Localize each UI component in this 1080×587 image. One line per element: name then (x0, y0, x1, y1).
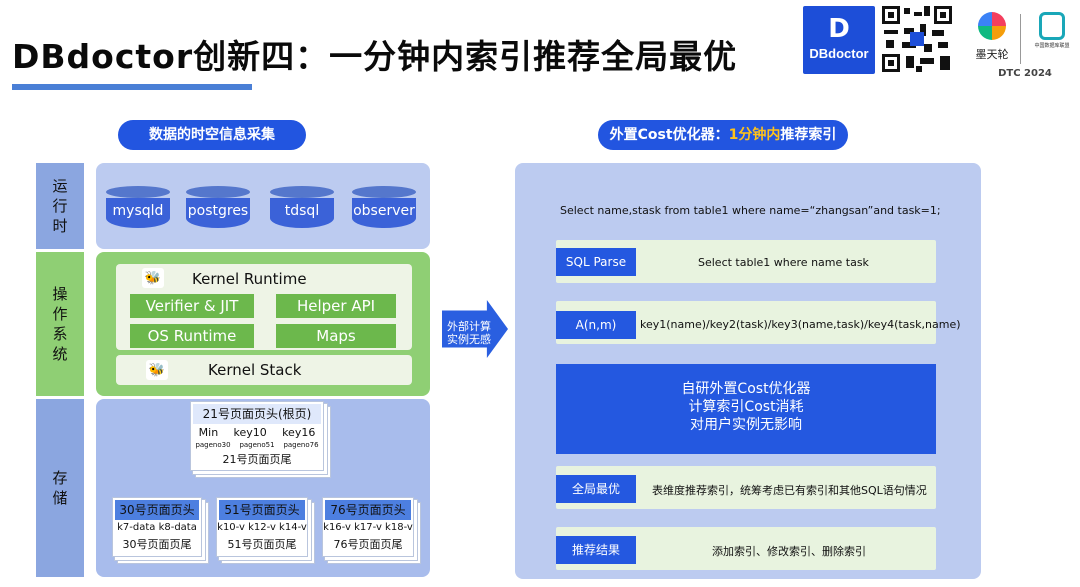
db-alliance-icon (1039, 12, 1065, 40)
kernel-stack-label: Kernel Stack (208, 361, 302, 379)
root-ptr: pageno51 (239, 441, 275, 449)
root-page: 21号页面页头(根页) Min key10 key16 pageno30 pag… (190, 401, 324, 471)
db-postgres-label: postgres (186, 198, 250, 228)
root-key: key16 (282, 426, 316, 439)
bee-icon: 🐝 (142, 268, 164, 288)
leaf-head: 30号页面页头 (115, 500, 199, 520)
leaf-page-76: 76号页面页头 k16-v k17-v k18-v 76号页面页尾 (322, 497, 414, 557)
storage-label-text: 存储 (52, 469, 68, 507)
right-heading-prefix: 外置Cost优化器： (609, 127, 729, 143)
sql-parse-text: Select table1 where name task (698, 256, 869, 269)
leaf-tail: 51号页面页尾 (227, 538, 297, 551)
arrow-line-2: 实例无感 (447, 333, 491, 346)
root-ptrs: pageno30 pageno51 pageno76 (191, 441, 323, 449)
leaf-data: k16-v k17-v k18-v (323, 522, 413, 533)
optimizer-line-3: 对用户实例无影响 (690, 417, 802, 433)
db-tdsql-label: tdsql (270, 198, 334, 228)
anm-tag: A(n,m) (556, 311, 636, 339)
leaf-data: k7-data k8-data (117, 522, 197, 533)
flow-arrow-text: 外部计算 实例无感 (444, 320, 494, 346)
verifier-jit-box: Verifier & JIT (130, 294, 254, 318)
optimizer-line-2: 计算索引Cost消耗 (688, 399, 804, 415)
left-heading: 数据的时空信息采集 (118, 120, 306, 150)
kernel-runtime-label: Kernel Runtime (192, 270, 307, 288)
arrow-line-1: 外部计算 (447, 320, 491, 333)
runtime-label-text: 运行时 (52, 177, 68, 235)
leaf-tail: 30号页面页尾 (122, 538, 192, 551)
root-ptr: pageno76 (283, 441, 319, 449)
result-tag: 推荐结果 (556, 536, 636, 564)
cost-optimizer-box: 自研外置Cost优化器 计算索引Cost消耗 对用户实例无影响 (556, 364, 936, 454)
right-heading-highlight: 1分钟内 (728, 127, 781, 143)
title-underline (12, 84, 252, 90)
right-heading-suffix: 推荐索引 (780, 127, 837, 143)
root-keys: Min key10 key16 (191, 426, 323, 439)
runtime-label: 运行时 (36, 163, 84, 249)
db-observer: observer (352, 186, 416, 232)
helper-api-box: Helper API (276, 294, 396, 318)
dbdoctor-brand: DBdoctor (809, 46, 869, 61)
anm-text: key1(name)/key2(task)/key3(name,task)/ke… (640, 318, 961, 331)
optimizer-line-1: 自研外置Cost优化器 (681, 381, 811, 397)
flow-arrow (442, 300, 508, 358)
storage-label: 存储 (36, 399, 84, 577)
maps-box: Maps (276, 324, 396, 348)
leaf-head: 51号页面页头 (219, 500, 305, 520)
dbdoctor-mark: D (828, 14, 850, 44)
root-key: Min (198, 426, 219, 439)
motianlun-logo: 墨天轮 (968, 12, 1016, 70)
logo-divider (1020, 14, 1021, 64)
result-text: 添加索引、修改索引、删除索引 (712, 545, 866, 558)
leaf-tail: 76号页面页尾 (333, 538, 403, 551)
global-optimal-tag: 全局最优 (556, 475, 636, 503)
os-runtime-box: OS Runtime (130, 324, 254, 348)
db-tdsql: tdsql (270, 186, 334, 232)
bee-icon-2: 🐝 (146, 360, 168, 380)
leaf-data: k10-v k12-v k14-v (217, 522, 307, 533)
root-key: key10 (233, 426, 267, 439)
page-title: DBdoctor创新四：一分钟内索引推荐全局最优 (12, 37, 738, 76)
motianlun-text: 墨天轮 (975, 48, 1009, 61)
os-label-text: 操作系统 (52, 285, 68, 363)
db-mysqld: mysqld (106, 186, 170, 232)
qr-code-icon (880, 4, 954, 74)
root-page-tail: 21号页面页尾 (222, 453, 292, 466)
db-postgres: postgres (186, 186, 250, 232)
db-mysqld-label: mysqld (106, 198, 170, 228)
db-alliance-logo: 中国数据库联盟 (1026, 12, 1078, 68)
root-ptr: pageno30 (195, 441, 231, 449)
sql-parse-tag: SQL Parse (556, 248, 636, 276)
leaf-head: 76号页面页头 (325, 500, 411, 520)
root-page-head: 21号页面页头(根页) (193, 404, 321, 424)
right-heading: 外置Cost优化器：1分钟内推荐索引 (598, 120, 848, 150)
motianlun-icon (978, 12, 1006, 40)
os-label: 操作系统 (36, 252, 84, 396)
db-alliance-text: 中国数据库联盟 (1034, 43, 1070, 49)
db-observer-label: observer (352, 198, 416, 228)
sql-statement: Select name,stask from table1 where name… (560, 204, 941, 217)
leaf-page-51: 51号页面页头 k10-v k12-v k14-v 51号页面页尾 (216, 497, 308, 557)
global-optimal-text: 表维度推荐索引，统筹考虑已有索引和其他SQL语句情况 (652, 484, 927, 497)
leaf-page-30: 30号页面页头 k7-data k8-data 30号页面页尾 (112, 497, 202, 557)
event-label: DTC 2024 (998, 68, 1052, 79)
dbdoctor-logo: D DBdoctor (803, 6, 875, 74)
